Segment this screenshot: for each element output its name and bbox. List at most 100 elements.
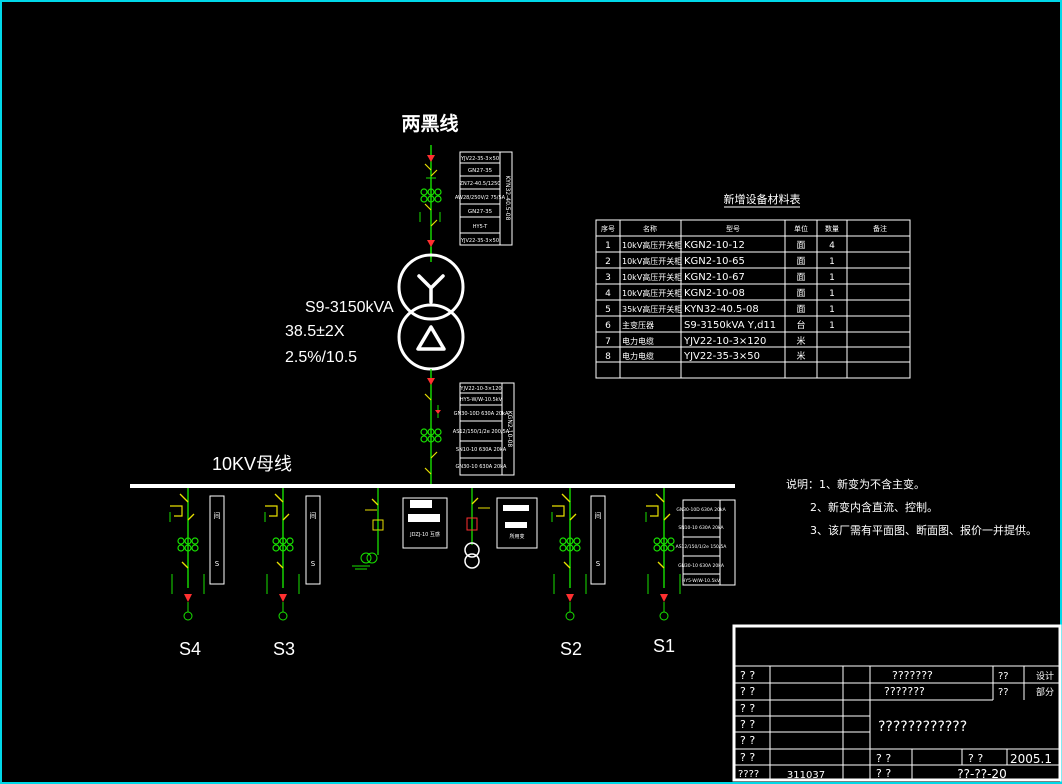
lower-panel-row: AS12/150/1/2e 200/5A	[453, 429, 510, 435]
table-cell: 6	[605, 321, 611, 331]
table-header: 数量	[825, 224, 839, 233]
transformer-ratio-label: 38.5±2X	[285, 323, 345, 340]
feeder-s1: GN30-10D 630A 20kA SN10-10 630A 20kA AS1…	[645, 487, 736, 621]
notes: 说明：1、新变为不含主变。 2、新变内含直流、控制。 3、该厂需有平面图、断面图…	[786, 477, 1037, 537]
tb-cell: ??	[998, 671, 1009, 682]
tb-company-2: ???????	[884, 685, 925, 698]
table-cell: 1	[829, 321, 835, 331]
tb-cell: ? ?	[876, 767, 891, 780]
s1-panel-row: HY5-W/W-10.5kV	[682, 578, 721, 584]
tb-cell: ? ?	[968, 752, 983, 765]
table-cell: KGN2-10-65	[684, 256, 745, 267]
aux-label: 所用变	[509, 533, 524, 540]
tb-cell: ? ?	[876, 752, 891, 765]
lower-panel-row: HY5-W/W-10.5kV	[460, 397, 503, 403]
lower-equipment-panel: YJV22-10-3×120 HY5-W/W-10.5kV GN30-10D 6…	[453, 382, 515, 476]
table-cell: 35kV高压开关柜	[622, 304, 682, 314]
transformer-model-label: S9-3150kVA	[305, 299, 394, 316]
feeder-side-label: 间	[214, 512, 221, 520]
table-cell: 电力电缆	[622, 336, 654, 346]
table-cell: YJV22-10-3×120	[683, 336, 766, 347]
lower-panel-row: YJV22-10-3×120	[459, 386, 501, 392]
tb-cell: ? ?	[740, 685, 755, 698]
feeder-label-s3: S3	[273, 639, 295, 659]
table-cell: 主变压器	[622, 320, 654, 330]
incoming-line-label: 两黑线	[401, 112, 458, 135]
table-cell: 台	[796, 319, 805, 331]
feeder-s4: 间 S	[169, 487, 225, 621]
table-cell: 1	[829, 305, 835, 315]
table-cell: 10kV高压开关柜	[622, 272, 682, 282]
table-cell: 米	[796, 350, 805, 362]
table-cell: S9-3150kVA Y,d11	[684, 320, 776, 331]
tb-company: ???????	[892, 669, 933, 682]
table-header: 备注	[873, 224, 887, 233]
table-cell: 10kV高压开关柜	[622, 288, 682, 298]
table-cell: 1	[829, 289, 835, 299]
tb-cell: ? ?	[740, 669, 755, 682]
s1-panel-row: GN30-10 630A 20kA	[678, 563, 725, 569]
feeder-side-label: 间	[310, 512, 317, 520]
table-cell: 1	[829, 257, 835, 267]
table-cell: 面	[796, 256, 805, 267]
upper-panel-side: KYN32-40.5-08	[504, 176, 511, 221]
feeder-s2: 间 S	[551, 487, 606, 621]
feeder-side-label: S	[215, 560, 220, 568]
pt-cabinet-label: JDZJ-10 互感	[409, 531, 440, 538]
table-header: 序号	[601, 224, 615, 233]
upper-panel-row: YJV22-35-3×50	[460, 238, 499, 244]
table-cell: 5	[605, 305, 611, 315]
table-header: 单位	[794, 224, 808, 233]
low-side-branch	[420, 378, 442, 485]
note-line: 3、该厂需有平面图、断面图、报价一并提供。	[810, 523, 1037, 537]
upper-panel-row: GN27-35	[468, 209, 493, 215]
aux-transformer-cabinet: 所用变	[464, 488, 538, 569]
table-cell: 10kV高压开关柜	[622, 256, 682, 266]
tb-cell: ? ?	[740, 702, 755, 715]
note-line: 2、新变内含直流、控制。	[810, 500, 938, 514]
tb-cell: ? ?	[740, 751, 755, 764]
table-cell: 米	[796, 335, 805, 347]
s1-panel-row: GN30-10D 630A 20kA	[676, 507, 726, 513]
main-transformer-icon	[397, 247, 465, 378]
transformer-ratio-label-2: 2.5%/10.5	[285, 349, 357, 366]
table-cell: 3	[605, 273, 611, 283]
table-cell: 面	[796, 304, 805, 315]
busbar-label: 10KV母线	[212, 454, 292, 474]
feeder-side-label: S	[311, 560, 316, 568]
upper-panel-row: YJV22-35-3×50	[460, 156, 499, 162]
table-cell: 电力电缆	[622, 351, 654, 361]
table-header: 型号	[726, 224, 740, 233]
feeder-side-label: 间	[595, 512, 602, 520]
table-header: 名称	[643, 224, 657, 233]
feeder-label-s2: S2	[560, 639, 582, 659]
table-cell: 4	[829, 241, 835, 251]
lower-panel-row: SN10-10 630A 20kA	[456, 447, 507, 453]
table-cell: YJV22-35-3×50	[683, 351, 760, 362]
upper-panel-row: AW28/250V/2 75/5A	[455, 195, 506, 201]
table-cell: KGN2-10-12	[684, 240, 745, 251]
table-cell: 1	[829, 273, 835, 283]
table-cell: KGN2-10-08	[684, 288, 745, 299]
pt-cabinet: JDZJ-10 互感	[352, 488, 448, 570]
tb-cell: ??	[998, 687, 1009, 698]
arrester-mid-icon	[427, 240, 435, 247]
current-transformer-icon	[420, 188, 442, 203]
table-cell: 2	[605, 257, 611, 267]
upper-panel-row: ZN72-40.5/1250	[460, 181, 501, 187]
tb-year: 2005.1	[1010, 752, 1052, 766]
title-block: ? ? ? ? ? ? ? ? ? ? ? ? ??????? ?????? ? …	[732, 624, 1062, 782]
tb-cell: ? ?	[740, 734, 755, 747]
table-cell: 面	[796, 240, 805, 251]
table-cell: 10kV高压开关柜	[622, 240, 682, 250]
tb-cell: 部分	[1036, 686, 1054, 698]
incoming-branch	[419, 145, 442, 262]
table-cell: 7	[605, 337, 611, 347]
table-cell: 8	[605, 352, 611, 362]
tb-cell: 设计	[1036, 670, 1054, 682]
tb-code-label: ????	[738, 769, 759, 780]
feeder-s3: 间 S	[264, 487, 321, 621]
disconnector-icon	[424, 163, 438, 177]
upper-panel-row: GN27-35	[468, 168, 493, 174]
